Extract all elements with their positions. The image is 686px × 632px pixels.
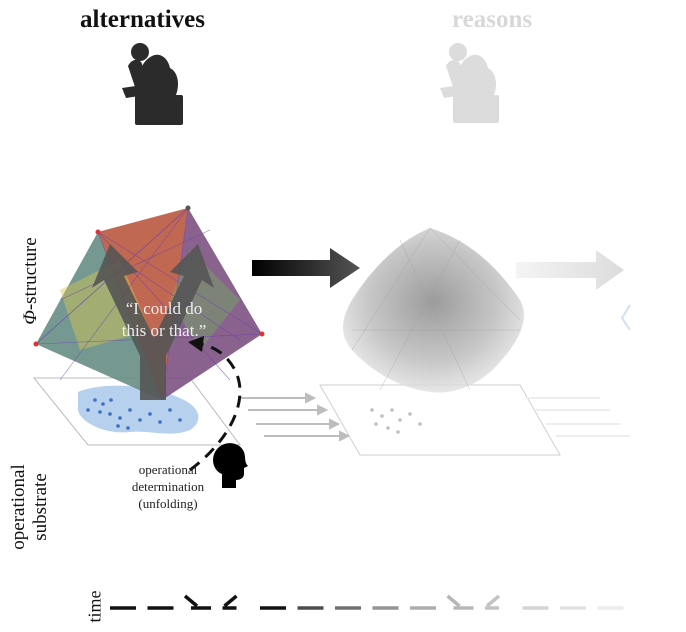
transition-arrow-dark <box>252 248 360 288</box>
timeline-fork <box>485 594 501 610</box>
thinker-statue-faded-icon <box>440 43 499 123</box>
alternatives-header: alternatives <box>80 6 205 33</box>
op-det-line1: operational <box>138 462 198 477</box>
transition-arrow-light <box>516 250 631 331</box>
operational-determination-caption: operational determination (unfolding) <box>104 461 232 512</box>
timeline <box>110 594 624 610</box>
thinker-statue-dark-icon <box>122 43 183 125</box>
determination-dashed-arrow <box>188 336 242 472</box>
substrate-flow-arrows-faded <box>526 397 630 437</box>
choice-quote: “I could do this or that.” <box>104 298 224 342</box>
timeline-fork <box>222 594 238 610</box>
phi-structure-faded <box>319 227 561 456</box>
substrate-plane-left <box>32 377 241 446</box>
timeline-fork <box>446 594 474 610</box>
choice-quote-line2: this or that.” <box>121 321 207 340</box>
op-det-line3: (unfolding) <box>138 496 198 511</box>
op-det-line2: determination <box>131 479 205 494</box>
substrate-flow-arrows <box>240 392 351 442</box>
choice-quote-line1: “I could do <box>125 299 203 318</box>
reasons-header: reasons <box>452 6 533 33</box>
phi-structure-colored <box>33 205 265 401</box>
timeline-fork <box>183 594 211 610</box>
person-head-icon <box>213 443 248 488</box>
branching-choice-arrow <box>92 244 214 400</box>
